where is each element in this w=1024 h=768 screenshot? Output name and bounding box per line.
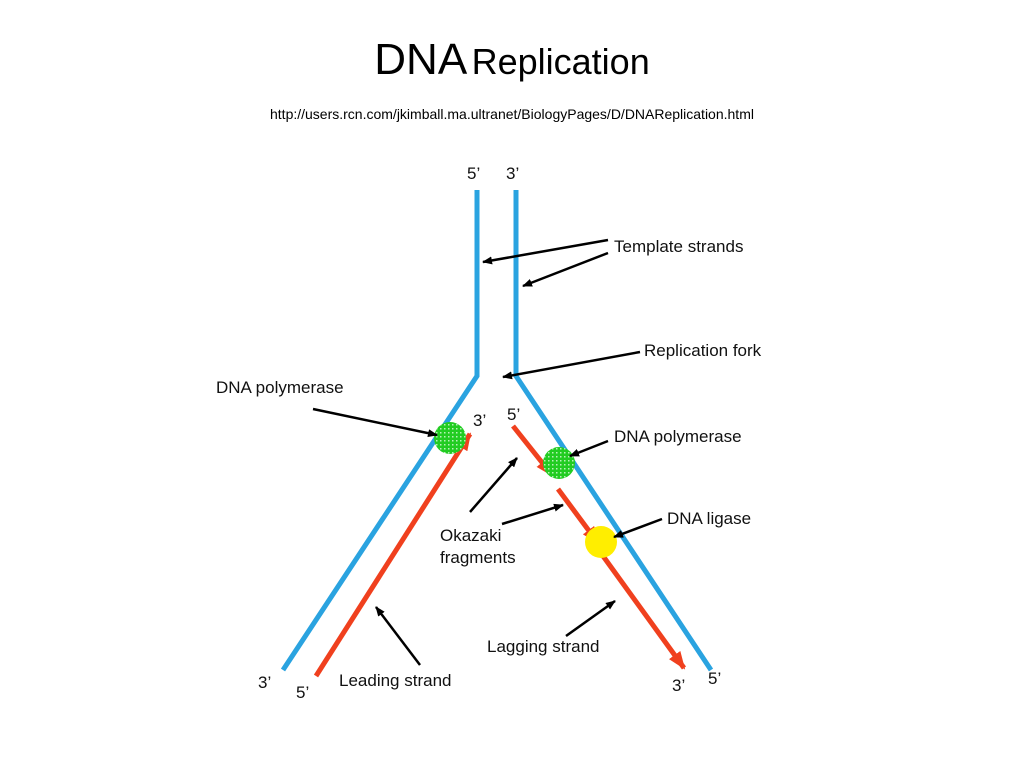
template-strand-left xyxy=(280,190,480,672)
strand-end-labels: 5’ 3’ 3’ 5’ 3’ 5’ 3’ 5’ xyxy=(258,164,721,702)
label-okazaki-line2: fragments xyxy=(440,548,516,567)
slide-title: DNA Replication xyxy=(0,38,1024,82)
label-replication-fork: Replication fork xyxy=(644,341,762,360)
end-label-top-left: 5’ xyxy=(467,164,480,183)
okazaki-fragment-3 xyxy=(600,554,687,670)
pointer-polymerase-left xyxy=(312,407,438,438)
dna-polymerase-left-blob xyxy=(434,422,466,454)
pointer-leading-strand xyxy=(375,606,421,666)
template-strands xyxy=(280,190,714,672)
label-okazaki-line1: Okazaki xyxy=(440,526,501,545)
label-dna-polymerase-left: DNA polymerase xyxy=(216,378,344,397)
end-label-fork-right: 5’ xyxy=(507,405,520,424)
source-url: http://users.rcn.com/jkimball.ma.ultrane… xyxy=(270,106,754,122)
dna-ligase-blob xyxy=(585,526,617,558)
end-label-bottom-left-inner: 5’ xyxy=(296,683,309,702)
leading-strand-line xyxy=(313,432,473,678)
pointer-polymerase-right xyxy=(569,439,609,458)
pointer-arrows xyxy=(312,238,663,666)
pointer-template-left xyxy=(482,238,609,265)
label-leading-strand: Leading strand xyxy=(339,671,451,690)
label-lagging-strand: Lagging strand xyxy=(487,637,599,656)
end-label-bottom-left-outer: 3’ xyxy=(258,673,271,692)
end-label-bottom-right-outer: 5’ xyxy=(708,669,721,688)
end-label-bottom-right-inner: 3’ xyxy=(672,676,685,695)
label-template-strands: Template strands xyxy=(614,237,743,256)
pointer-lagging-strand xyxy=(565,599,616,638)
label-dna-polymerase-right: DNA polymerase xyxy=(614,427,742,446)
end-label-top-right: 3’ xyxy=(506,164,519,183)
pointer-okazaki-upper xyxy=(469,457,518,513)
pointer-replication-fork xyxy=(502,350,641,380)
callout-labels: Template strands Replication fork DNA po… xyxy=(216,237,762,690)
template-strand-right xyxy=(513,190,714,672)
title-sub: Replication xyxy=(471,41,650,82)
pointer-okazaki-lower xyxy=(501,503,564,526)
pointer-ligase xyxy=(613,517,663,539)
end-label-fork-left: 3’ xyxy=(473,411,486,430)
pointer-template-right xyxy=(522,251,609,288)
title-main: DNA xyxy=(374,35,468,84)
label-dna-ligase: DNA ligase xyxy=(667,509,751,528)
dna-polymerase-right-blob xyxy=(543,447,575,479)
